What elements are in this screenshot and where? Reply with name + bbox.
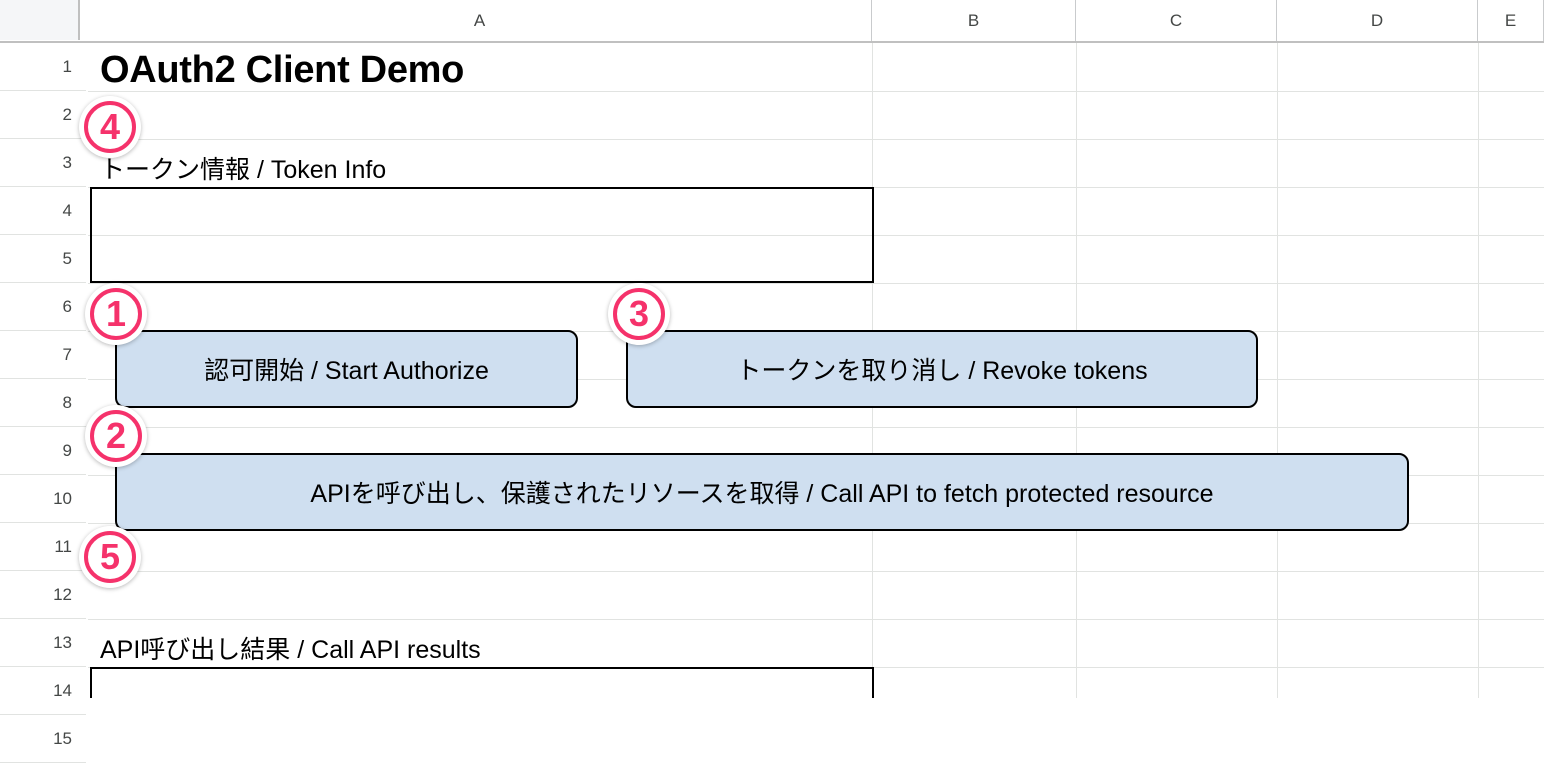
- step-badge-3-number: 3: [628, 293, 650, 334]
- row-header-4[interactable]: 4: [0, 187, 86, 235]
- cell-a1-title[interactable]: OAuth2 Client Demo: [100, 49, 465, 91]
- gridline-horizontal: [88, 139, 1544, 140]
- column-header-b[interactable]: B: [872, 0, 1076, 41]
- row-header-2[interactable]: 2: [0, 91, 86, 139]
- revoke-tokens-button[interactable]: トークンを取り消し / Revoke tokens: [626, 330, 1258, 408]
- row-header-14[interactable]: 14: [0, 667, 86, 715]
- row-header-11[interactable]: 11: [0, 523, 86, 571]
- badge-ring-icon: [90, 288, 142, 340]
- grid-area[interactable]: OAuth2 Client Demo トークン情報 / Token Info A…: [88, 43, 1544, 698]
- badge-ring-icon: [90, 410, 142, 462]
- gridline-vertical: [1478, 43, 1479, 698]
- cell-a3-token-info-label[interactable]: トークン情報 / Token Info: [100, 156, 387, 184]
- gridline-horizontal: [88, 283, 1544, 284]
- step-badge-5-number: 5: [99, 536, 121, 577]
- api-results-output-box[interactable]: [90, 667, 874, 698]
- row-header-10[interactable]: 10: [0, 475, 86, 523]
- badge-ring-icon: [84, 531, 136, 583]
- row-header-1[interactable]: 1: [0, 43, 86, 91]
- gridline-horizontal: [88, 427, 1544, 428]
- row-header-5[interactable]: 5: [0, 235, 86, 283]
- step-badge-2-number: 2: [105, 415, 127, 456]
- row-header-12[interactable]: 12: [0, 571, 86, 619]
- column-header-e[interactable]: E: [1478, 0, 1544, 41]
- column-header-c[interactable]: C: [1076, 0, 1277, 41]
- badge-ring-icon: [613, 288, 665, 340]
- row-header-13[interactable]: 13: [0, 619, 86, 667]
- column-header-d[interactable]: D: [1277, 0, 1478, 41]
- select-all-corner[interactable]: [0, 0, 80, 40]
- token-info-output-box[interactable]: [90, 187, 874, 283]
- row-header-8[interactable]: 8: [0, 379, 86, 427]
- step-badge-4-number: 4: [99, 106, 121, 147]
- gridline-horizontal: [88, 571, 1544, 572]
- row-header-9[interactable]: 9: [0, 427, 86, 475]
- cell-a13-api-results-label[interactable]: API呼び出し結果 / Call API results: [100, 636, 481, 664]
- row-header-6[interactable]: 6: [0, 283, 86, 331]
- gridline-horizontal: [88, 619, 1544, 620]
- row-header-7[interactable]: 7: [0, 331, 86, 379]
- step-badge-2: 2: [85, 405, 147, 467]
- gridline-horizontal: [88, 91, 1544, 92]
- gridline-vertical: [1277, 43, 1278, 698]
- step-badge-3: 3: [608, 283, 670, 345]
- call-api-button[interactable]: APIを呼び出し、保護されたリソースを取得 / Call API to fetc…: [115, 453, 1409, 531]
- step-badge-1-number: 1: [105, 293, 127, 334]
- start-authorize-button[interactable]: 認可開始 / Start Authorize: [115, 330, 578, 408]
- column-header-a[interactable]: A: [88, 0, 872, 41]
- step-badge-1: 1: [85, 283, 147, 345]
- step-badge-4: 4: [79, 96, 141, 158]
- badge-ring-icon: [84, 101, 136, 153]
- row-header-3[interactable]: 3: [0, 139, 86, 187]
- step-badge-5: 5: [79, 526, 141, 588]
- gridline-horizontal: [88, 235, 1544, 236]
- row-header-15[interactable]: 15: [0, 715, 86, 763]
